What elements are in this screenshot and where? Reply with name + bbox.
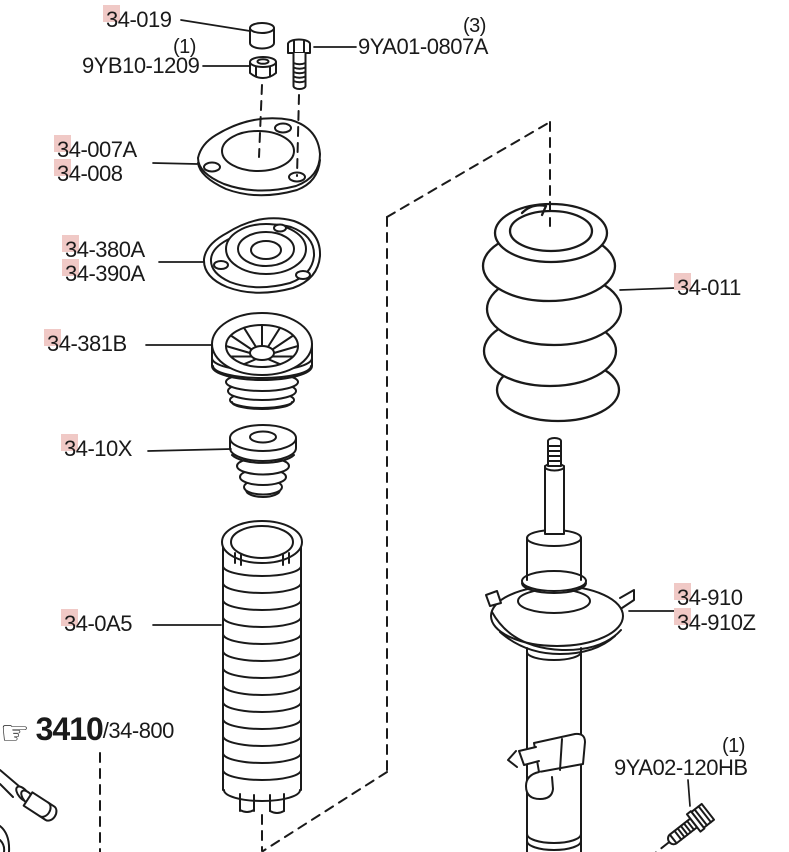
section-reference[interactable]: ☞ 3410 /34-800 — [0, 712, 174, 749]
part-label-34-381B[interactable]: 34-381B — [44, 329, 127, 355]
pointing-hand-icon: ☞ — [0, 713, 30, 752]
highlight-square — [674, 273, 691, 290]
part-label-34-380A[interactable]: 34-380A — [62, 235, 145, 261]
strut-drawing — [485, 437, 635, 852]
section-suffix: /34-800 — [102, 718, 175, 743]
lower-bolt-drawing — [653, 802, 716, 852]
highlight-square — [61, 434, 78, 451]
highlight-square — [674, 608, 691, 625]
highlight-square — [54, 135, 71, 152]
part-label-34-10X[interactable]: 34-10X — [61, 434, 132, 460]
qty-label-nut: (1) — [173, 36, 196, 58]
section-number: 3410 — [35, 711, 104, 747]
part-label-9YB10-1209[interactable]: 9YB10-1209 — [82, 53, 200, 78]
coil-spring-drawing — [481, 202, 623, 423]
bearing-seat-drawing — [211, 312, 313, 410]
part-label-9YA02-120HB[interactable]: 9YA02-120HB — [614, 755, 748, 780]
part-label-34-011[interactable]: 34-011 — [674, 273, 741, 299]
bump-stop-drawing — [229, 424, 297, 498]
highlight-square — [674, 583, 691, 600]
part-label-34-019[interactable]: 34-019 — [103, 5, 172, 31]
highlight-square — [62, 259, 79, 276]
cap-drawing — [249, 22, 275, 50]
highlight-square — [61, 609, 78, 626]
upper-mount-drawing — [202, 217, 322, 294]
nut-drawing — [249, 56, 277, 79]
part-label-34-0A5[interactable]: 34-0A5 — [61, 609, 132, 635]
part-label-34-910[interactable]: 34-910 — [674, 583, 743, 609]
highlight-square — [54, 159, 71, 176]
qty-label-lower-bolt: (1) — [722, 735, 745, 757]
part-label-34-390A[interactable]: 34-390A — [62, 259, 145, 285]
part-label-34-910Z[interactable]: 34-910Z — [674, 608, 756, 634]
qty-label-upper-bolt: (3) — [463, 15, 486, 37]
upper-bolt-drawing — [287, 38, 311, 90]
highlight-square — [44, 329, 61, 346]
highlight-square — [62, 235, 79, 252]
construction-dashes — [99, 84, 551, 852]
part-label-34-008[interactable]: 34-008 — [54, 159, 123, 185]
part-label-9YA01-0807A[interactable]: 9YA01-0807A — [358, 34, 488, 59]
stabilizer-pipe-drawing — [0, 769, 58, 852]
dust-boot-drawing — [221, 520, 303, 814]
leader-lines — [145, 19, 691, 807]
highlight-square — [103, 5, 120, 22]
part-label-34-007A[interactable]: 34-007A — [54, 135, 137, 161]
